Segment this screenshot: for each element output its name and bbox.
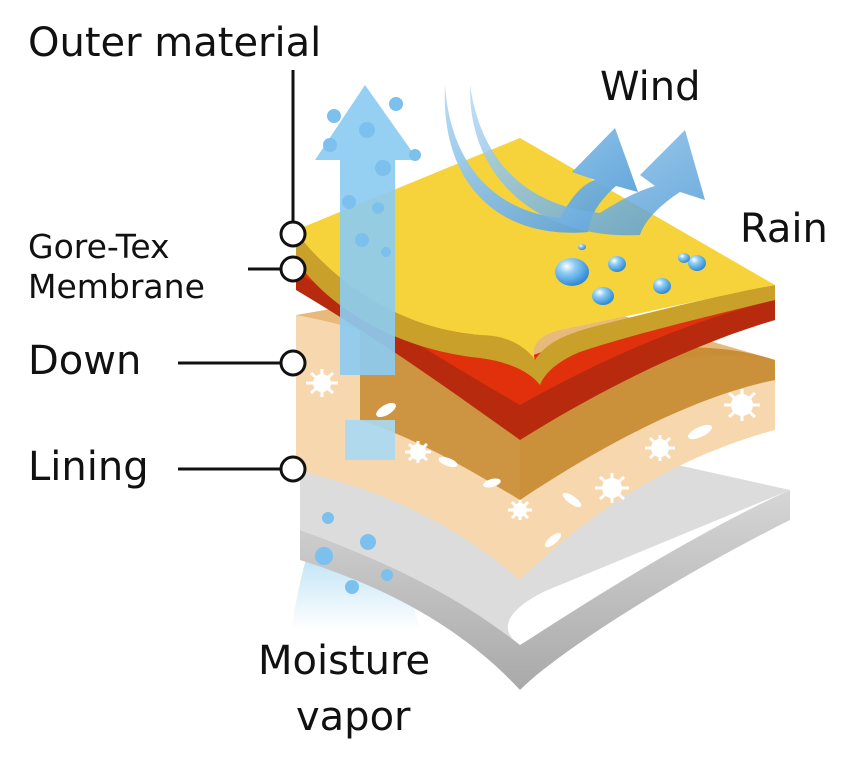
label-moisture-line2: vapor <box>296 694 411 740</box>
moisture-arrow-icon <box>315 85 418 375</box>
layer-marker-circles <box>279 220 307 483</box>
label-gore-tex-line2: Membrane <box>28 267 205 306</box>
down-feather-icon <box>306 369 760 548</box>
leader-lines <box>178 70 295 471</box>
outer-material-layer <box>296 138 775 385</box>
marker-outer-material <box>279 220 307 248</box>
label-moisture-line1: Moisture <box>258 638 431 684</box>
marker-membrane <box>279 255 307 283</box>
marker-lining <box>279 455 307 483</box>
label-down: Down <box>28 338 142 384</box>
moisture-column-lower <box>345 420 395 460</box>
label-outer-material: Outer material <box>28 20 322 66</box>
water-drop-icon <box>555 244 706 305</box>
wind-arrow-icon <box>444 85 705 236</box>
label-lining: Lining <box>28 444 149 490</box>
marker-down <box>279 349 307 377</box>
label-gore-tex-line1: Gore-Tex <box>28 227 170 266</box>
label-rain: Rain <box>740 206 828 252</box>
label-wind: Wind <box>600 64 701 110</box>
vapor-bubbles <box>315 97 421 594</box>
